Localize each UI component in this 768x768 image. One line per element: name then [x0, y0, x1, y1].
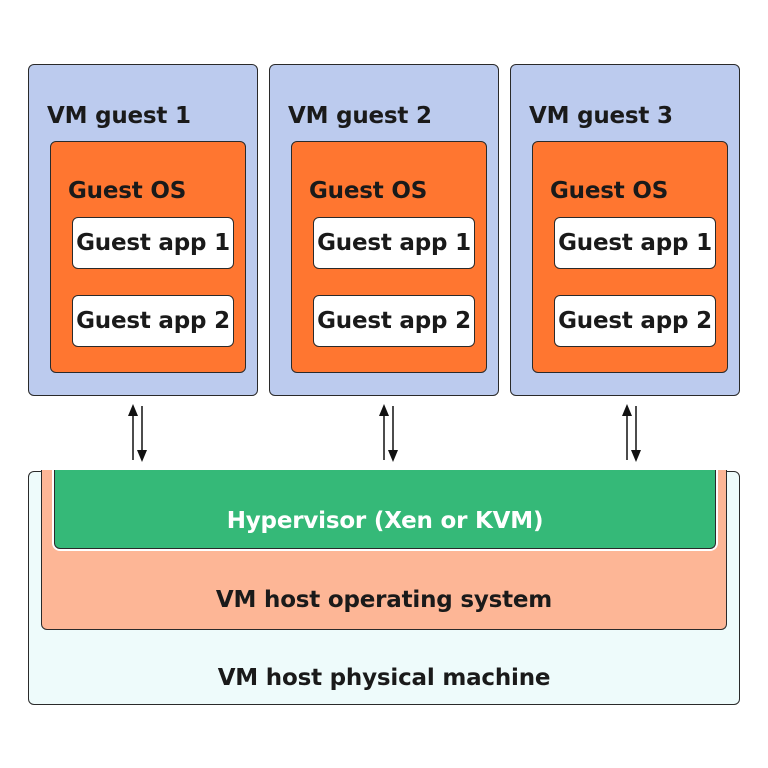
host-operating-system: Hypervisor (Xen or KVM) VM host operatin…	[41, 470, 727, 630]
vm-guest-1: VM guest 1 Guest OS Guest app 1 Guest ap…	[28, 64, 258, 396]
vm-guest-2: VM guest 2 Guest OS Guest app 1 Guest ap…	[269, 64, 499, 396]
bidirectional-arrow-icon	[379, 404, 398, 462]
guest-os-label: Guest OS	[550, 178, 669, 204]
guest-os-box: Guest OS Guest app 1 Guest app 2	[532, 141, 728, 373]
bidirectional-arrow-icon	[128, 404, 147, 462]
host-os-label: VM host operating system	[215, 587, 553, 613]
guest-app-1: Guest app 1	[72, 217, 234, 269]
vm-guest-title: VM guest 2	[288, 103, 432, 129]
guest-os-label: Guest OS	[68, 178, 187, 204]
guest-app-2: Guest app 2	[72, 295, 234, 347]
physical-machine-label: VM host physical machine	[217, 665, 551, 691]
hypervisor-label: Hypervisor (Xen or KVM)	[226, 508, 544, 534]
bidirectional-arrow-icon	[622, 404, 641, 462]
guest-app-1: Guest app 1	[313, 217, 475, 269]
hypervisor-layer: Hypervisor (Xen or KVM)	[54, 470, 716, 549]
vm-guest-3: VM guest 3 Guest OS Guest app 1 Guest ap…	[510, 64, 740, 396]
guest-os-label: Guest OS	[309, 178, 428, 204]
vm-guest-title: VM guest 1	[47, 103, 191, 129]
guest-app-2: Guest app 2	[554, 295, 716, 347]
guest-app-1: Guest app 1	[554, 217, 716, 269]
vm-guest-title: VM guest 3	[529, 103, 673, 129]
guest-os-box: Guest OS Guest app 1 Guest app 2	[50, 141, 246, 373]
host-physical-machine: Hypervisor (Xen or KVM) VM host operatin…	[28, 470, 740, 705]
guest-app-2: Guest app 2	[313, 295, 475, 347]
guest-os-box: Guest OS Guest app 1 Guest app 2	[291, 141, 487, 373]
